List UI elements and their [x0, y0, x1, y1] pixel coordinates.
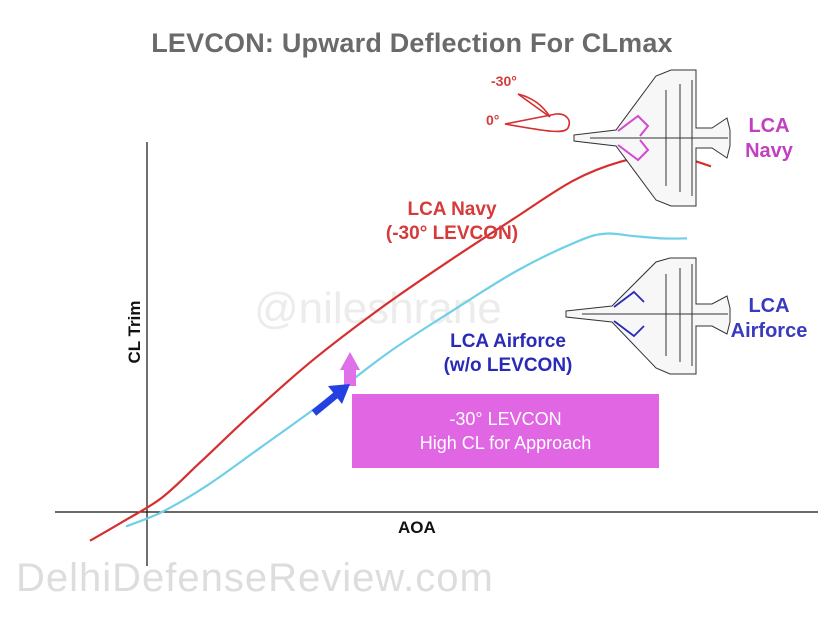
pink-up-arrow [340, 352, 360, 386]
series-label-line: (w/o LEVCON) [443, 354, 573, 376]
blue-arrow [311, 384, 350, 416]
aircraft-label-line: LCA [748, 295, 790, 317]
series-line-lca-airforce [125, 232, 688, 528]
aircraft-label-line: Navy [745, 140, 793, 162]
levcon-minus30-label: -30° [491, 73, 517, 89]
levcon-zero-label: 0° [486, 112, 500, 128]
chart-title: LEVCON: Upward Deflection For CLmax [151, 28, 673, 58]
levcon-deflection-diagram [504, 93, 571, 133]
watermark-handle: @nileshrane [254, 284, 502, 333]
x-axis-label: AOA [398, 518, 436, 537]
series-label-lca-airforce: LCA Airforce (w/o LEVCON) [428, 330, 588, 378]
lca-airforce-aircraft-icon [565, 257, 731, 375]
y-axis-label: CL Trim [125, 300, 144, 364]
aircraft-label-line: LCA [748, 115, 790, 137]
aircraft-label-lca-navy: LCA Navy [734, 114, 804, 164]
aircraft-label-lca-airforce: LCA Airforce [722, 294, 816, 344]
series-label-line: LCA Navy [407, 199, 497, 220]
watermark-site: DelhiDefenseReview.com [16, 556, 494, 600]
callout-line: -30° LEVCON [449, 408, 562, 429]
callout-line: High CL for Approach [419, 433, 592, 453]
series-label-lca-navy: LCA Navy (-30° LEVCON) [372, 198, 532, 246]
lca-navy-aircraft-icon [573, 69, 731, 207]
series-label-line: (-30° LEVCON) [385, 222, 519, 244]
aircraft-label-line: Airforce [730, 320, 808, 342]
series-label-line: LCA Airforce [450, 331, 566, 352]
levcon-callout-box: -30° LEVCON High CL for Approach [352, 394, 659, 468]
